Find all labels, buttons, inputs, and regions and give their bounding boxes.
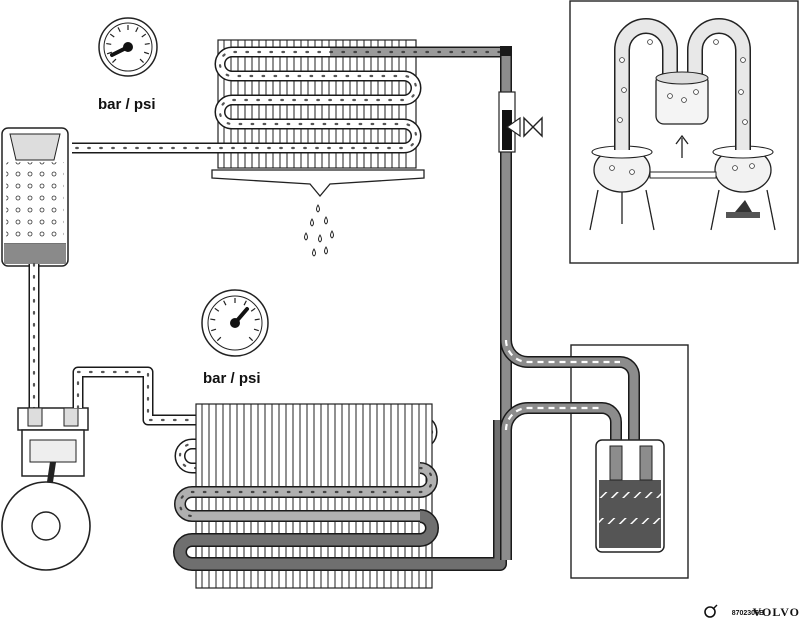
pressure-gauge-low-side xyxy=(201,289,269,357)
evaporator xyxy=(173,403,507,589)
pressure-gauge-high-side xyxy=(98,17,158,77)
volvo-logo-icon xyxy=(704,604,718,618)
brand-wordmark: VOLVO xyxy=(752,605,800,619)
condenser xyxy=(70,39,502,257)
figure-code: 8702306B xyxy=(731,610,764,617)
gauge-scale-ticks xyxy=(210,298,260,342)
compressor xyxy=(1,407,91,571)
gauge-scale-ticks xyxy=(106,25,150,63)
inset-distillation-illustration xyxy=(569,0,799,264)
high-side-gauge-label: bar / psi xyxy=(98,96,156,113)
accumulator-box xyxy=(500,339,689,579)
expansion-valve xyxy=(498,91,543,153)
low-side-gauge-label: bar / psi xyxy=(203,370,261,387)
condensate-tray xyxy=(211,169,425,198)
receiver-drier xyxy=(1,127,69,267)
inset-bubbles xyxy=(609,39,755,175)
condensate-droplets xyxy=(304,204,334,257)
